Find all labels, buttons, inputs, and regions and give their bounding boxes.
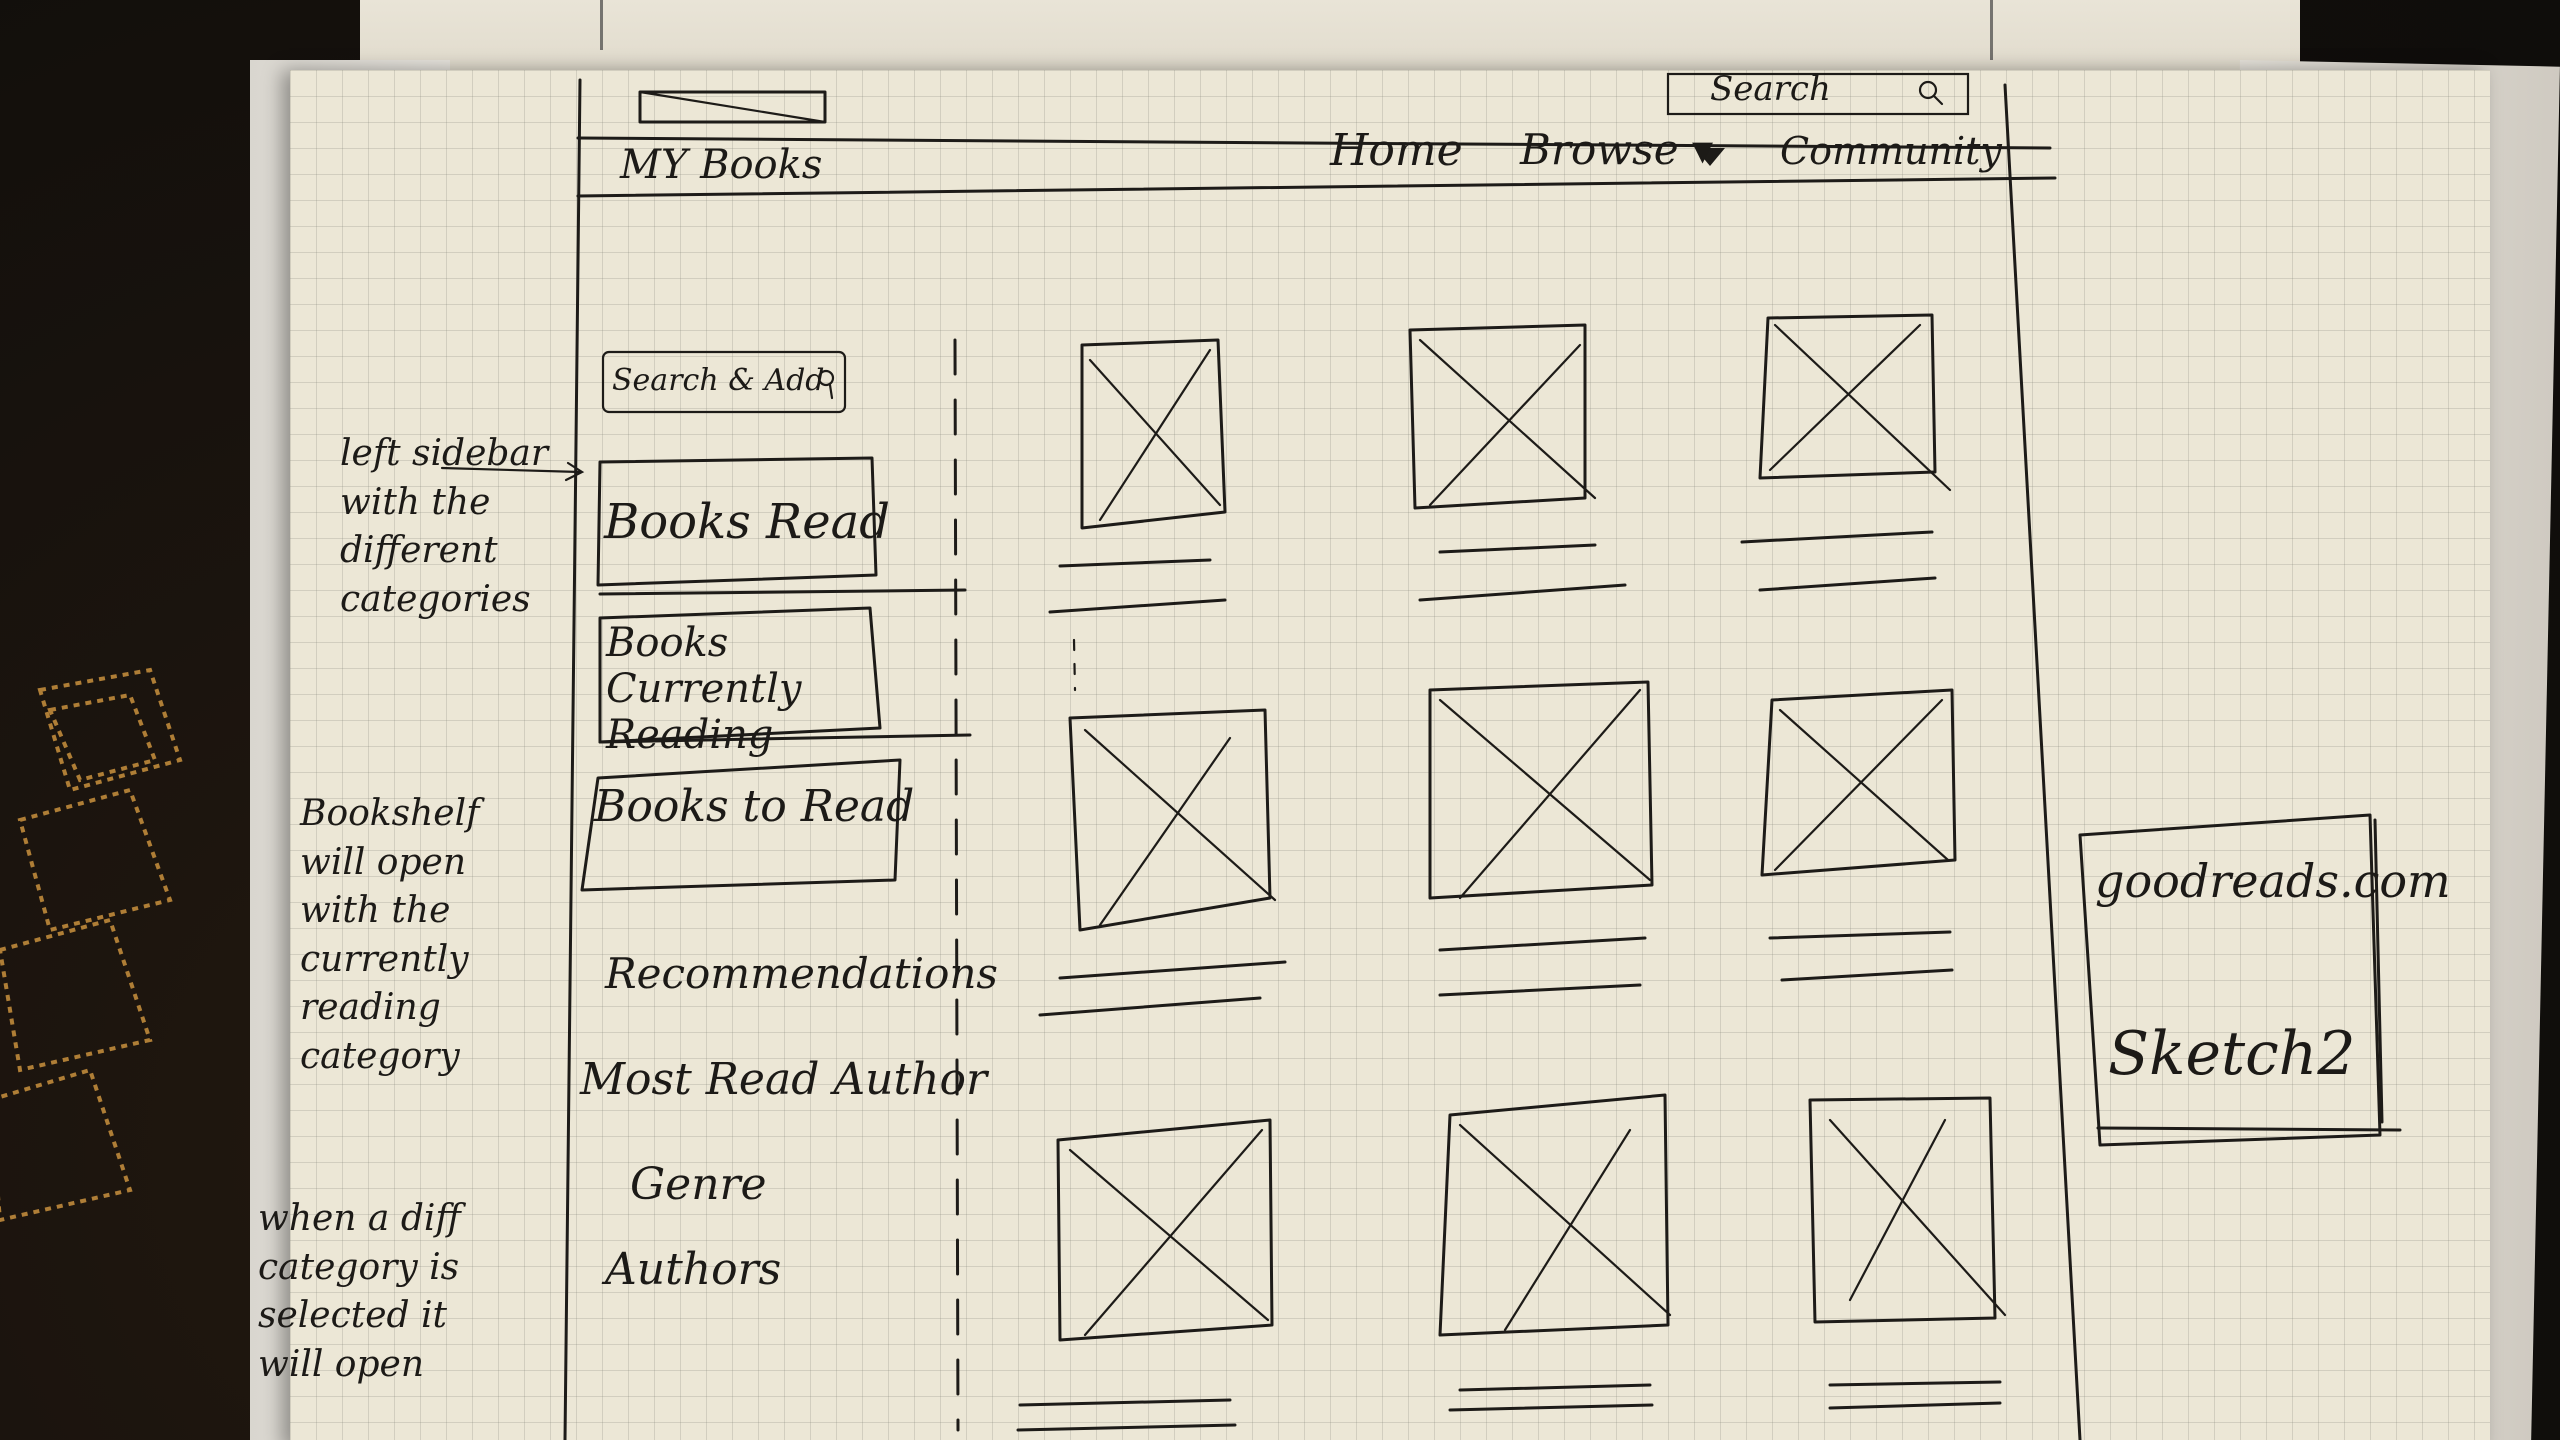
embroidered-cloth-decoration [0,667,183,1223]
sticker-site: goodreads.com [2095,854,2451,908]
link-most-read-author[interactable]: Most Read Author [580,1054,987,1105]
search-add-button[interactable]: Search & Add [612,363,825,398]
annotation-diff-category: when a diff category is selected it will… [258,1198,461,1385]
link-genre[interactable]: Genre [630,1159,767,1210]
link-authors[interactable]: Authors [605,1244,782,1295]
category-books-currently-reading[interactable]: Books Currently Reading [606,620,866,758]
category-books-currently-reading-label: Books Currently Reading [606,620,802,758]
header-search-label[interactable]: Search [1710,69,1831,109]
nav-browse[interactable]: Browse ▾ [1520,125,1714,174]
nav-home[interactable]: Home [1330,125,1463,176]
nav-community[interactable]: Community [1780,129,2002,173]
graph-paper [290,70,2490,1440]
sticker-title: Sketch2 [2108,1019,2356,1089]
category-books-to-read[interactable]: Books to Read [594,781,915,832]
category-books-read[interactable]: Books Read [604,494,890,550]
annotation-bookshelf: Bookshelf will open with the currently r… [300,793,480,1077]
annotation-left-sidebar: left sidebar with the different categori… [340,433,549,620]
link-recommendations[interactable]: Recommendations [605,949,998,998]
logo-caption: MY Books [620,142,823,188]
